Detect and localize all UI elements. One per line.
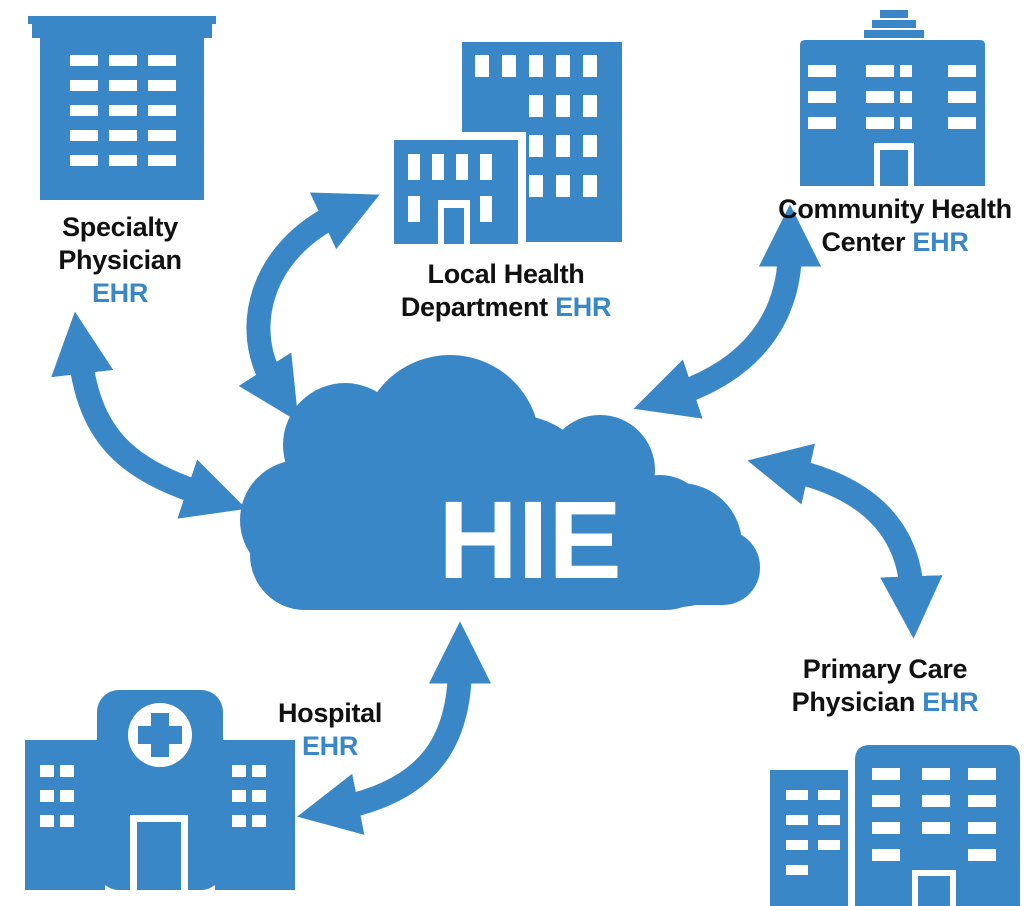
local-ehr: EHR <box>555 292 612 322</box>
specialty-line2: Physician <box>58 245 182 275</box>
primary-line1: Primary Care <box>802 654 968 684</box>
arrow-community-hie <box>633 204 822 419</box>
health-center-building-icon <box>800 10 985 186</box>
local-health-label: Local Health Department EHR <box>376 258 636 324</box>
local-line1: Local Health <box>427 259 585 289</box>
community-label: Community Health Center EHR <box>760 193 1030 259</box>
specialty-line1: Specialty <box>62 212 178 242</box>
hospital-label: Hospital EHR <box>260 697 400 763</box>
specialty-ehr: EHR <box>91 278 149 308</box>
primary-ehr: EHR <box>922 687 979 717</box>
hie-label: HIE <box>438 479 621 602</box>
arrow-local-hie <box>238 192 380 422</box>
specialty-label: Specialty Physician EHR <box>45 211 195 310</box>
clinic-buildings-icon <box>770 738 1024 906</box>
primary-line2: Physician <box>791 687 916 717</box>
primary-care-label: Primary Care Physician EHR <box>770 653 1000 719</box>
cloud-icon <box>240 355 760 610</box>
arrow-primary-hie <box>747 443 943 639</box>
hospital-line1: Hospital <box>277 698 383 728</box>
local-line2: Department <box>400 292 548 322</box>
arrow-hospital-hie <box>297 621 492 835</box>
government-buildings-icon <box>386 42 622 244</box>
arrow-specialty-hie <box>51 311 247 519</box>
community-line1: Community Health <box>778 194 1012 224</box>
hospital-ehr: EHR <box>301 731 359 761</box>
community-ehr: EHR <box>912 227 969 257</box>
community-line2: Center <box>821 227 906 257</box>
office-building-icon <box>28 16 216 200</box>
hospital-icon <box>25 690 295 890</box>
